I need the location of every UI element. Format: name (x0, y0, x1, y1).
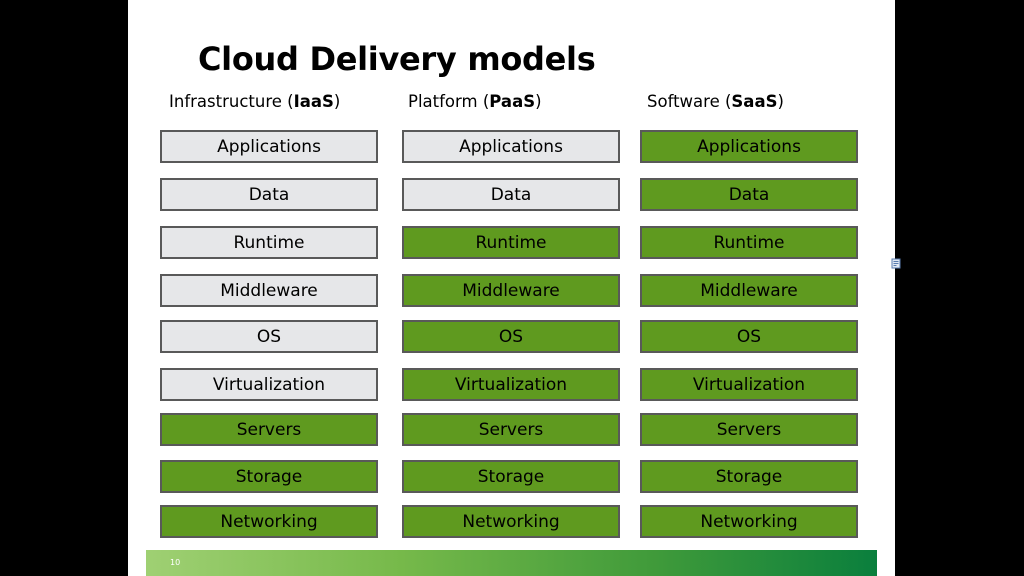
layer-box-storage: Storage (160, 460, 378, 493)
layer-box-virtualization: Virtualization (402, 368, 620, 401)
layer-box-data: Data (160, 178, 378, 211)
layer-box-runtime: Runtime (402, 226, 620, 259)
layer-box-networking: Networking (402, 505, 620, 538)
column-heading-saas: Software (SaaS) (647, 92, 784, 111)
column-heading-text: Infrastructure ( (169, 92, 294, 111)
document-icon[interactable] (891, 258, 901, 269)
layer-box-virtualization: Virtualization (640, 368, 858, 401)
layer-box-applications: Applications (402, 130, 620, 163)
layer-box-storage: Storage (402, 460, 620, 493)
layer-box-data: Data (402, 178, 620, 211)
column-heading-text: Platform ( (408, 92, 490, 111)
layer-box-applications: Applications (640, 130, 858, 163)
column-heading-iaas: Infrastructure (IaaS) (169, 92, 340, 111)
layer-box-os: OS (402, 320, 620, 353)
layer-box-middleware: Middleware (402, 274, 620, 307)
layer-box-data: Data (640, 178, 858, 211)
layer-box-storage: Storage (640, 460, 858, 493)
page-number: 10 (170, 558, 181, 567)
layer-box-virtualization: Virtualization (160, 368, 378, 401)
layer-box-middleware: Middleware (640, 274, 858, 307)
footer-bar: 10 (146, 550, 877, 576)
layer-box-middleware: Middleware (160, 274, 378, 307)
column-heading-abbrev: IaaS (293, 92, 334, 111)
column-heading-close: ) (333, 92, 341, 111)
layer-box-os: OS (160, 320, 378, 353)
column-heading-paas: Platform (PaaS) (408, 92, 542, 111)
column-heading-close: ) (535, 92, 542, 111)
column-heading-abbrev: PaaS (489, 92, 536, 111)
layer-box-servers: Servers (402, 413, 620, 446)
layer-box-servers: Servers (640, 413, 858, 446)
layer-box-os: OS (640, 320, 858, 353)
column-heading-text: Software ( (647, 92, 732, 111)
layer-box-runtime: Runtime (160, 226, 378, 259)
layer-box-networking: Networking (160, 505, 378, 538)
layer-box-runtime: Runtime (640, 226, 858, 259)
layer-box-networking: Networking (640, 505, 858, 538)
slide-title: Cloud Delivery models (198, 40, 596, 78)
column-heading-abbrev: SaaS (731, 92, 778, 111)
layer-box-applications: Applications (160, 130, 378, 163)
slide: Cloud Delivery models Infrastructure (Ia… (128, 0, 895, 576)
layer-box-servers: Servers (160, 413, 378, 446)
column-heading-close: ) (777, 92, 784, 111)
